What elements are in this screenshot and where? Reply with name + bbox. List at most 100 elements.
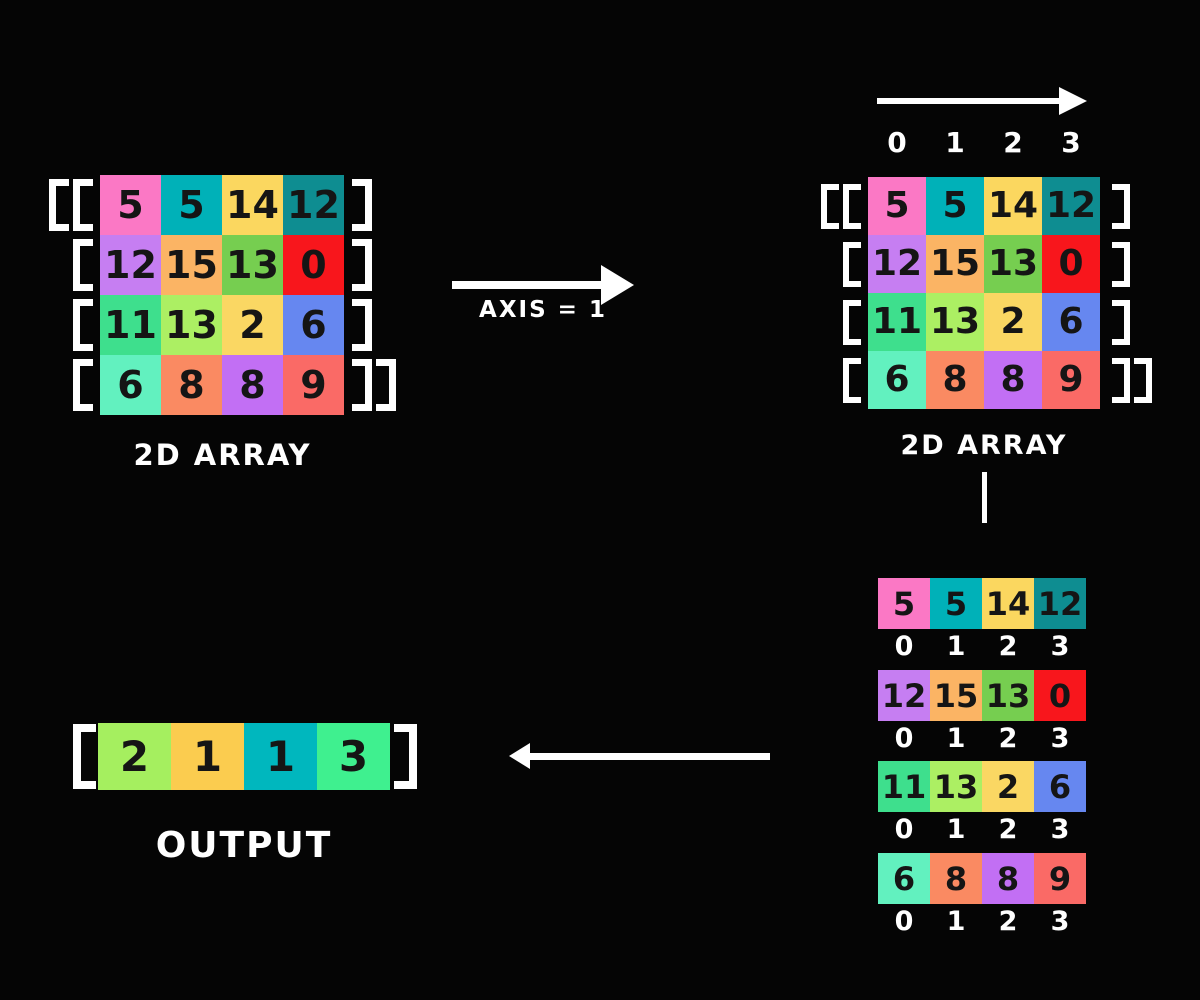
strip-cell: 8: [982, 853, 1034, 904]
matrix-cell: 12: [868, 235, 926, 293]
strip-index-row: 0 1 2 3: [878, 906, 1086, 936]
strip-index: 0: [894, 630, 914, 662]
left-matrix-grid: 5 5 14 12 12 15 13 0 11 13 2 6 6 8 8 9: [100, 175, 344, 415]
column-index: 0: [887, 126, 907, 159]
matrix-cell: 12: [283, 175, 344, 235]
strip-index: 3: [1050, 813, 1070, 845]
strip-index: 2: [998, 630, 1018, 662]
strip-cell: 8: [930, 853, 982, 904]
matrix-cell: 12: [100, 235, 161, 295]
row-strip: 5 5 14 12: [878, 578, 1086, 629]
strip-index-row: 0 1 2 3: [878, 631, 1086, 661]
close-bracket-icon: [352, 179, 372, 231]
column-index: 3: [1061, 126, 1081, 159]
output-cell: 3: [317, 723, 390, 790]
open-bracket-icon: [843, 242, 861, 287]
strip-index: 3: [1050, 722, 1070, 754]
right-array-label: 2D ARRAY: [900, 430, 1068, 461]
open-bracket-icon: [843, 300, 861, 345]
matrix-cell: 6: [100, 355, 161, 415]
strip-index: 0: [894, 813, 914, 845]
matrix-cell: 11: [100, 295, 161, 355]
strip-index: 1: [946, 905, 966, 937]
close-bracket-icon: [376, 359, 396, 411]
row-strip: 6 8 8 9: [878, 853, 1086, 904]
strip-index: 3: [1050, 630, 1070, 662]
close-bracket-icon: [1134, 358, 1152, 403]
row-direction-arrow-line: [877, 98, 1059, 104]
output-label: OUTPUT: [155, 825, 333, 866]
close-bracket-icon: [1112, 184, 1130, 229]
row-direction-arrow-head-icon: [1059, 87, 1087, 115]
strip-index: 1: [946, 630, 966, 662]
matrix-cell: 5: [161, 175, 222, 235]
strip-index: 2: [998, 722, 1018, 754]
matrix-cell: 5: [868, 177, 926, 235]
matrix-cell: 5: [100, 175, 161, 235]
open-bracket-icon: [843, 358, 861, 403]
matrix-cell: 6: [868, 351, 926, 409]
output-grid: 2 1 1 3: [98, 723, 390, 790]
open-bracket-icon: [73, 239, 93, 291]
matrix-cell: 15: [926, 235, 984, 293]
matrix-cell: 13: [222, 235, 283, 295]
matrix-cell: 8: [984, 351, 1042, 409]
matrix-cell: 2: [222, 295, 283, 355]
matrix-cell: 9: [283, 355, 344, 415]
axis-label: AXIS = 1: [479, 297, 607, 323]
matrix-cell: 9: [1042, 351, 1100, 409]
strip-index: 1: [946, 813, 966, 845]
column-index-row: 0 1 2 3: [868, 128, 1100, 158]
strip-cell: 12: [1034, 578, 1086, 629]
matrix-cell: 13: [984, 235, 1042, 293]
strip-cell: 13: [982, 670, 1034, 721]
matrix-cell: 15: [161, 235, 222, 295]
strip-cell: 6: [1034, 761, 1086, 812]
matrix-cell: 12: [1042, 177, 1100, 235]
matrix-cell: 2: [984, 293, 1042, 351]
open-bracket-icon: [73, 299, 93, 351]
row-strip: 12 15 13 0: [878, 670, 1086, 721]
open-bracket-icon: [49, 179, 69, 231]
close-bracket-icon: [352, 359, 372, 411]
matrix-cell: 5: [926, 177, 984, 235]
close-bracket-icon: [352, 239, 372, 291]
axis-arrow-line: [452, 281, 602, 289]
matrix-cell: 8: [926, 351, 984, 409]
strip-cell: 13: [930, 761, 982, 812]
close-bracket-icon: [1112, 242, 1130, 287]
axis-arrow-head-icon: [601, 265, 634, 305]
matrix-cell: 6: [283, 295, 344, 355]
strip-cell: 11: [878, 761, 930, 812]
open-bracket-icon: [843, 184, 861, 229]
strip-index: 1: [946, 722, 966, 754]
strip-cell: 15: [930, 670, 982, 721]
close-bracket-icon: [1112, 358, 1130, 403]
matrix-cell: 0: [283, 235, 344, 295]
close-bracket-icon: [1112, 300, 1130, 345]
strip-index: 0: [894, 905, 914, 937]
strip-index: 3: [1050, 905, 1070, 937]
strip-cell: 9: [1034, 853, 1086, 904]
matrix-cell: 8: [161, 355, 222, 415]
matrix-cell: 6: [1042, 293, 1100, 351]
strip-index: 0: [894, 722, 914, 754]
output-arrow-head-icon: [509, 743, 530, 769]
right-matrix-grid: 5 5 14 12 12 15 13 0 11 13 2 6 6 8 8 9: [868, 177, 1100, 409]
column-index: 2: [1003, 126, 1023, 159]
output-cell: 1: [244, 723, 317, 790]
strip-index-row: 0 1 2 3: [878, 814, 1086, 844]
left-array-label: 2D ARRAY: [133, 438, 312, 472]
strip-cell: 14: [982, 578, 1034, 629]
close-bracket-icon: [352, 299, 372, 351]
column-index: 1: [945, 126, 965, 159]
strip-cell: 6: [878, 853, 930, 904]
matrix-cell: 13: [926, 293, 984, 351]
strip-cell: 12: [878, 670, 930, 721]
strip-cell: 0: [1034, 670, 1086, 721]
strip-index-row: 0 1 2 3: [878, 723, 1086, 753]
output-cell: 1: [171, 723, 244, 790]
strip-index: 2: [998, 813, 1018, 845]
open-bracket-icon: [73, 359, 93, 411]
